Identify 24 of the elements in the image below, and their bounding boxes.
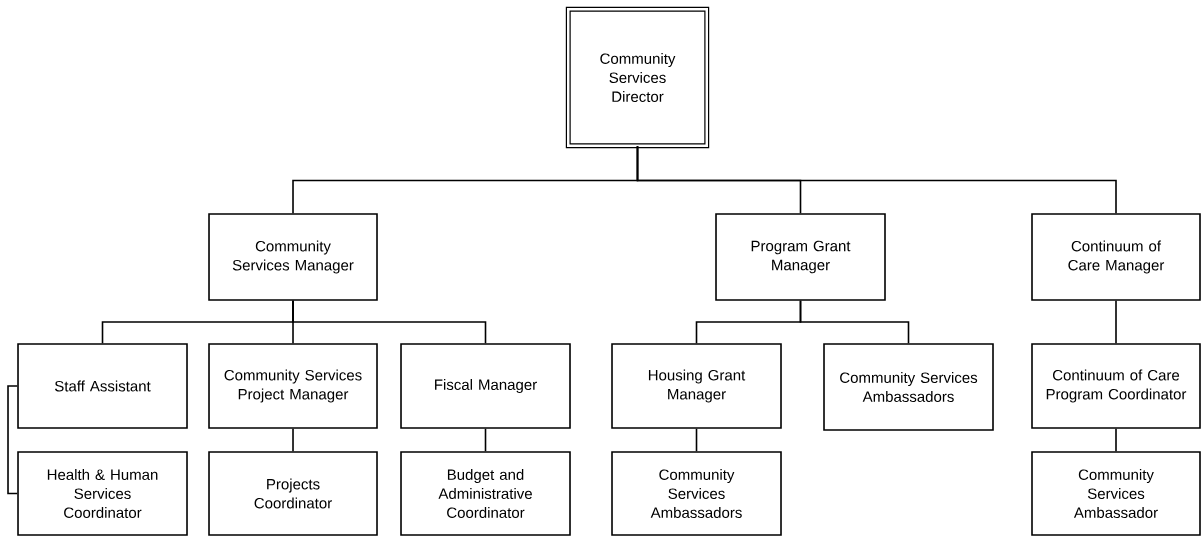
position-box: Continuum of Care Manager xyxy=(1031,213,1201,301)
position-box: Community Services Project Manager xyxy=(208,343,378,429)
position-box: Budget and Administrative Coordinator xyxy=(400,451,571,536)
position-box: Housing Grant Manager xyxy=(611,343,782,429)
position-box: Community Services Ambassadors xyxy=(823,343,994,431)
position-box: Community Services Manager xyxy=(208,213,378,301)
connector-line xyxy=(799,300,910,344)
connector-line xyxy=(1115,428,1117,452)
position-box: Program Grant Manager xyxy=(715,213,886,301)
director-box: Community Services Director xyxy=(565,6,710,149)
position-box: Community Services Ambassador xyxy=(1031,451,1201,536)
connector-line xyxy=(292,428,294,452)
connector-line xyxy=(484,428,487,452)
position-box: Community Services Ambassadors xyxy=(611,451,782,536)
connector-line xyxy=(7,385,18,495)
position-box: Health & Human Services Coordinator xyxy=(17,451,188,536)
connector-line xyxy=(1115,300,1117,344)
connector-line xyxy=(695,428,698,452)
position-box: Projects Coordinator xyxy=(208,451,378,536)
connector-line xyxy=(636,145,1117,214)
connector-line xyxy=(292,300,487,344)
position-box: Fiscal Manager xyxy=(400,343,571,429)
position-box: Staff Assistant xyxy=(17,343,188,429)
position-box: Continuum of Care Program Coordinator xyxy=(1031,343,1201,429)
